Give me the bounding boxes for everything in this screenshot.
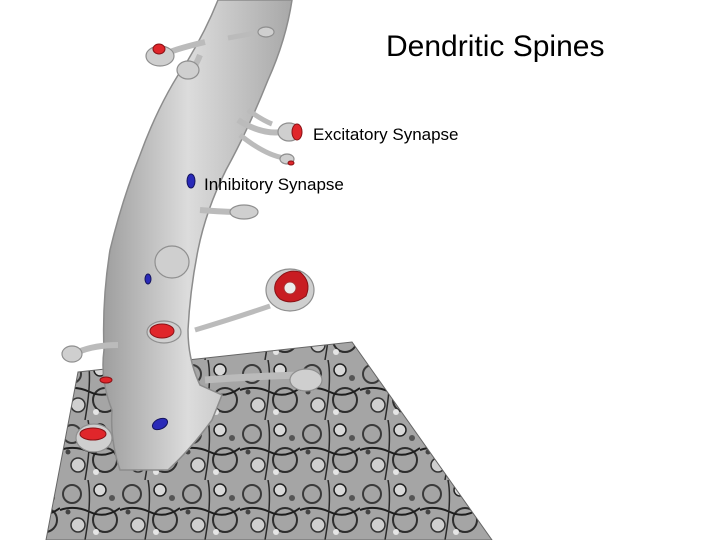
excitatory-synapse-label: Excitatory Synapse xyxy=(313,125,459,144)
inhibitory-synapse-label: Inhibitory Synapse xyxy=(204,175,344,194)
excitatory-synapses xyxy=(79,43,309,441)
slide-title: Dendritic Spines xyxy=(386,30,605,63)
inhibitory-synapses xyxy=(144,173,196,431)
dendrite-shaft xyxy=(102,0,293,471)
